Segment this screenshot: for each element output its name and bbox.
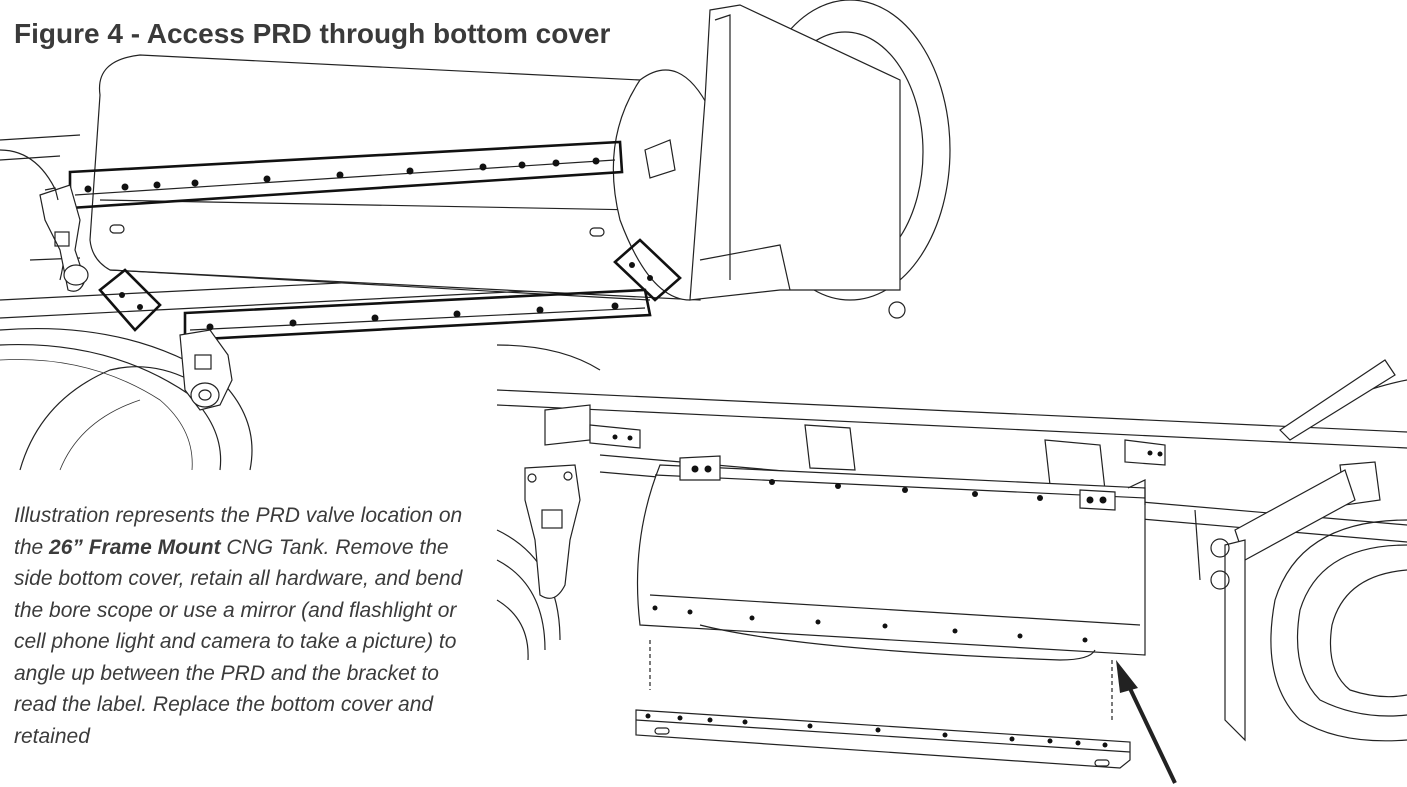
bottom-rear-bracket	[1194, 469, 1356, 742]
figure-title: Figure 4 - Access PRD through bottom cov…	[14, 18, 611, 49]
removed-bottom-cover	[635, 709, 1131, 769]
top-corner-brackets	[98, 238, 682, 332]
top-tank-body	[89, 54, 701, 301]
top-tow-hook-lower	[179, 329, 233, 411]
top-tank-illustration	[0, 0, 951, 471]
caption-text-end: CNG Tank. Remove the side bottom cover, …	[14, 535, 463, 748]
caption-emphasis: 26” Frame Mount	[49, 535, 221, 559]
prd-location-arrow	[1116, 660, 1177, 784]
figure-caption: Illustration represents the PRD valve lo…	[14, 500, 484, 752]
top-lower-cover-panel	[183, 288, 652, 342]
cover-drop-guides	[649, 640, 1113, 722]
bottom-frame-brackets	[544, 359, 1396, 506]
bottom-tank-body	[636, 455, 1146, 661]
top-tow-hook-left	[39, 184, 89, 292]
bottom-left-wheel	[496, 344, 601, 661]
bottom-tow-hook	[524, 464, 581, 599]
bottom-tank-illustration	[496, 344, 1407, 784]
caption-text-start: Illustration represents the PRD valve lo…	[14, 504, 463, 559]
